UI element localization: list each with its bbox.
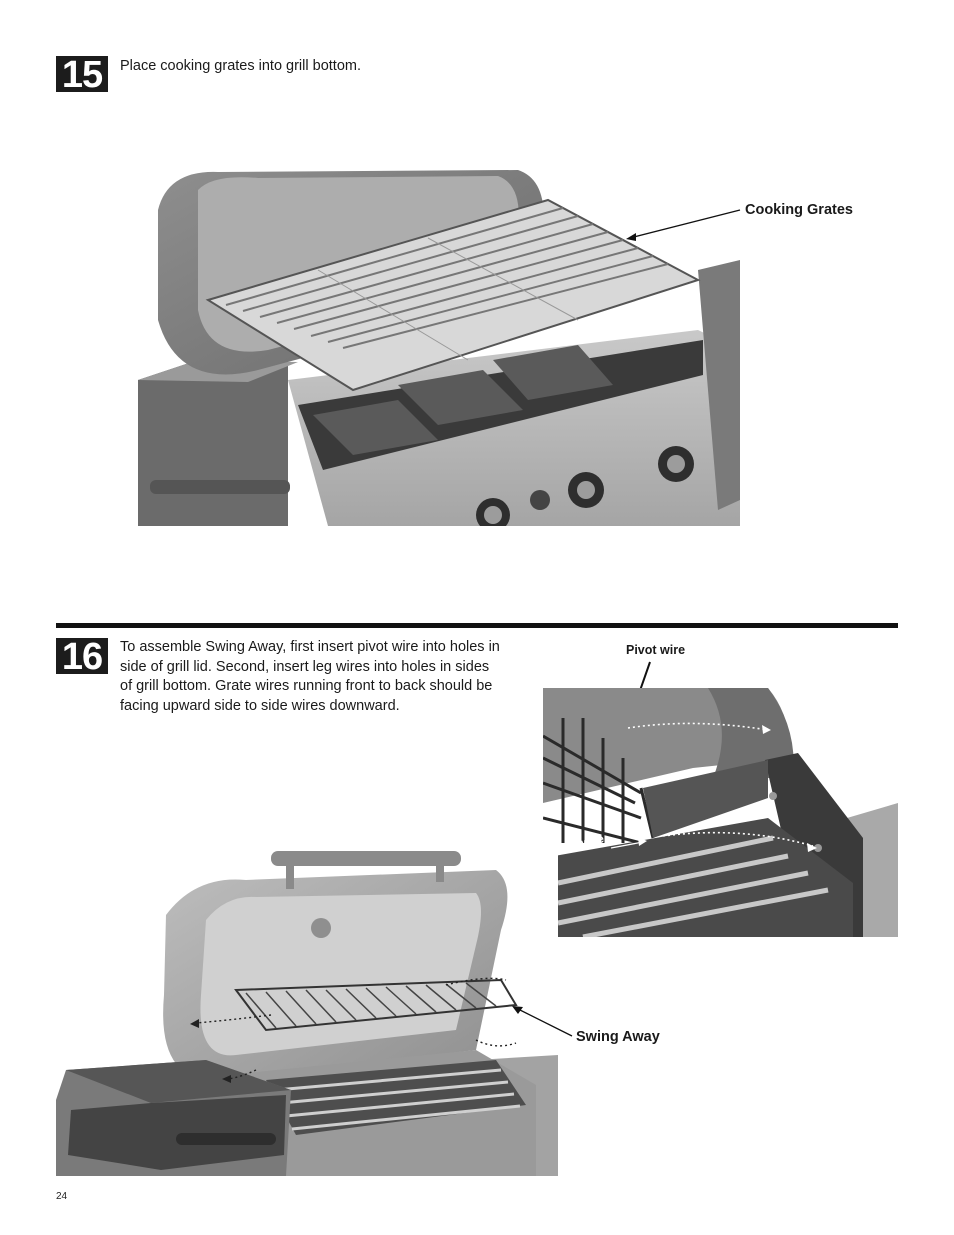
instruction-line: side of grill lid. Second, insert leg wi… [120, 658, 490, 675]
step-15-number: 15 [56, 56, 108, 94]
instruction-line: To assemble Swing Away, first insert piv… [120, 639, 500, 655]
section-divider [56, 623, 898, 628]
step-15-instruction: Place cooking grates into grill bottom. [120, 58, 361, 74]
swing-away-label: Swing Away [576, 1029, 660, 1045]
page-number: 24 [56, 1191, 68, 1202]
instruction-line: of grill bottom. Grate wires running fro… [120, 678, 493, 694]
step-16-number: 16 [56, 638, 108, 676]
swing-away-detail-illustration [543, 688, 898, 937]
step-16-instruction: To assemble Swing Away, first insert piv… [120, 638, 500, 716]
cooking-grates-label: Cooking Grates [745, 202, 853, 218]
swing-away-leader-line [512, 1006, 573, 1037]
instruction-line: facing upward side to side wires downwar… [120, 697, 400, 714]
pivot-wire-label: Pivot wire [626, 643, 686, 657]
cooking-grates-leader-line [626, 209, 741, 241]
grill-swing-away-illustration [56, 845, 558, 1176]
grill-cooking-grates-illustration [138, 170, 740, 526]
